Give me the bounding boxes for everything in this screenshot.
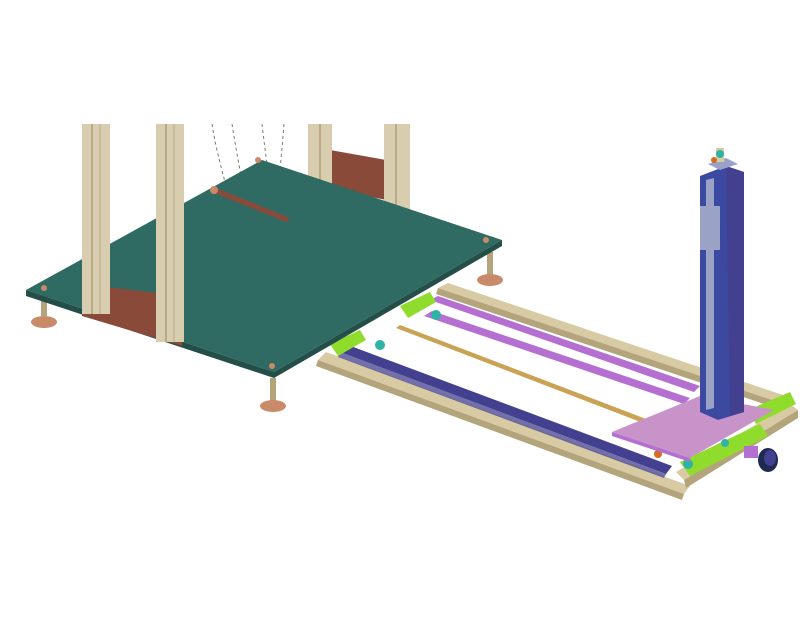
wood-post-front-left — [82, 124, 110, 314]
corner-bolt — [255, 157, 261, 163]
vertical-column-side — [726, 166, 744, 416]
carriage-assembly — [612, 148, 774, 462]
red-rod — [212, 188, 290, 222]
teal-hub — [375, 340, 385, 350]
table-foot — [31, 316, 57, 328]
foot-stem — [487, 252, 493, 276]
column-slider-block[interactable] — [700, 206, 720, 250]
green-bracket-left-front — [330, 330, 366, 356]
front-frame-rail — [318, 352, 690, 494]
carriage-plate-edge — [612, 432, 690, 462]
hanging-wire — [211, 123, 227, 187]
teal-hub — [431, 310, 441, 320]
purple-linear-rail — [430, 296, 700, 392]
rod-end — [210, 186, 218, 194]
front-posts — [82, 124, 184, 346]
back-posts — [211, 123, 410, 227]
column-top-cap — [708, 158, 738, 170]
rail-frame — [316, 283, 798, 500]
wood-post-front-right — [156, 124, 184, 342]
foot-stem — [270, 378, 276, 402]
purple-linear-rail-lower — [424, 311, 690, 404]
table-feet — [31, 252, 503, 412]
corner-bolt — [269, 363, 275, 369]
corner-bolt — [483, 237, 489, 243]
teal-hub — [721, 439, 729, 447]
navy-linear-rail — [340, 345, 672, 474]
column-top-cap-orange — [711, 157, 717, 163]
green-bracket-right — [680, 424, 768, 476]
green-bracket-left-back — [400, 292, 436, 318]
corner-bolt — [41, 285, 47, 291]
table-foot — [477, 274, 503, 286]
navy-linear-rail-side — [338, 352, 666, 478]
foot-stem — [41, 292, 47, 316]
hand-crank-knob-face — [764, 450, 776, 466]
column-top-knob[interactable] — [716, 150, 724, 158]
lead-screw-rod — [396, 325, 680, 436]
front-frame-rail-side — [316, 360, 684, 500]
table-foot — [260, 400, 286, 412]
coupler — [744, 446, 758, 458]
table-top-right-edge — [274, 240, 502, 378]
teal-hub — [683, 459, 693, 469]
